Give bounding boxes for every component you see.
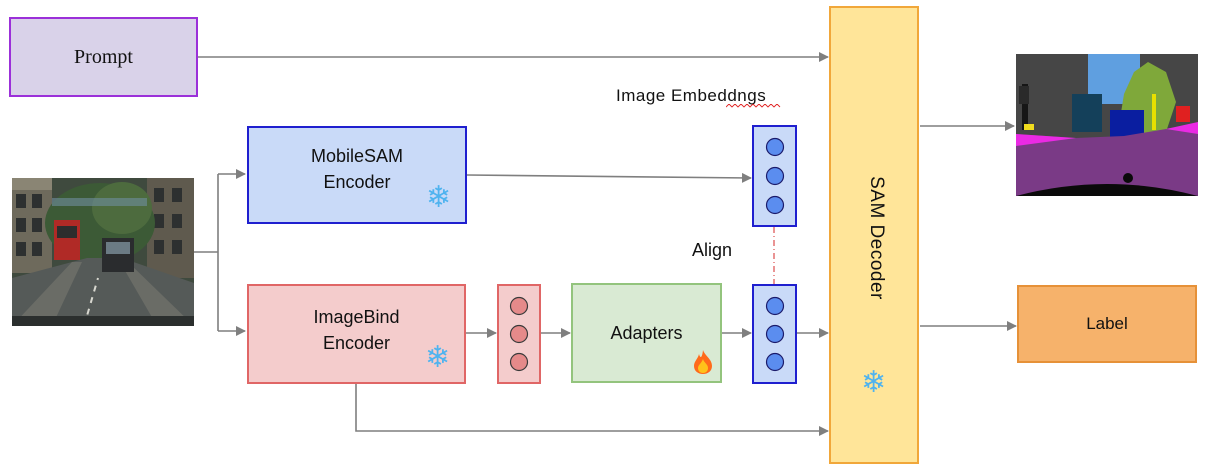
image-embeddings-column <box>752 125 797 227</box>
segmentation-output-image <box>1016 54 1198 196</box>
prompt-label: Prompt <box>74 45 133 68</box>
token-circle <box>765 138 784 157</box>
spellcheck-underline <box>726 104 781 108</box>
adapters-label: Adapters <box>610 322 683 343</box>
mobilesam-encoder-line2: Encoder <box>323 172 391 192</box>
imagebind-encoder-line1: ImageBind <box>313 307 400 327</box>
imagebind-encoder-line2: Encoder <box>322 333 391 353</box>
snowflake-icon: ❄ <box>861 366 887 399</box>
snowflake-icon: ❄ <box>426 181 452 214</box>
arrow-mobilesam-to-embeddings <box>466 172 752 183</box>
label-box-text: Label <box>1086 314 1128 333</box>
token-circle <box>765 296 784 316</box>
token-circle <box>765 352 784 372</box>
input-street-image <box>12 178 194 326</box>
arrow-imagebind-to-decoder <box>355 384 829 436</box>
token-circle <box>765 166 784 186</box>
token-circle <box>765 195 784 214</box>
token-circle <box>509 352 529 372</box>
sam-decoder-label: SAM Decoder <box>866 176 887 300</box>
prompt-box: Prompt <box>9 17 198 97</box>
token-circle <box>509 296 529 316</box>
align-caption: Align <box>692 240 733 260</box>
aligned-embeddings-column <box>752 284 797 384</box>
sam-decoder-box: SAM Decoder <box>829 6 919 464</box>
mobilesam-encoder-line1: MobileSAM <box>310 146 404 166</box>
imagebind-token-column <box>497 284 541 384</box>
label-box: Label <box>1017 285 1197 363</box>
imagebind-encoder-box: ImageBind Encoder <box>247 284 466 384</box>
token-circle <box>509 324 529 344</box>
mobilesam-encoder-box: MobileSAM Encoder <box>247 126 467 224</box>
snowflake-icon: ❄ <box>425 341 451 374</box>
image-embeddings-caption: Image Embeddngs <box>616 86 767 105</box>
fire-icon <box>694 350 712 374</box>
token-circle <box>765 324 784 344</box>
